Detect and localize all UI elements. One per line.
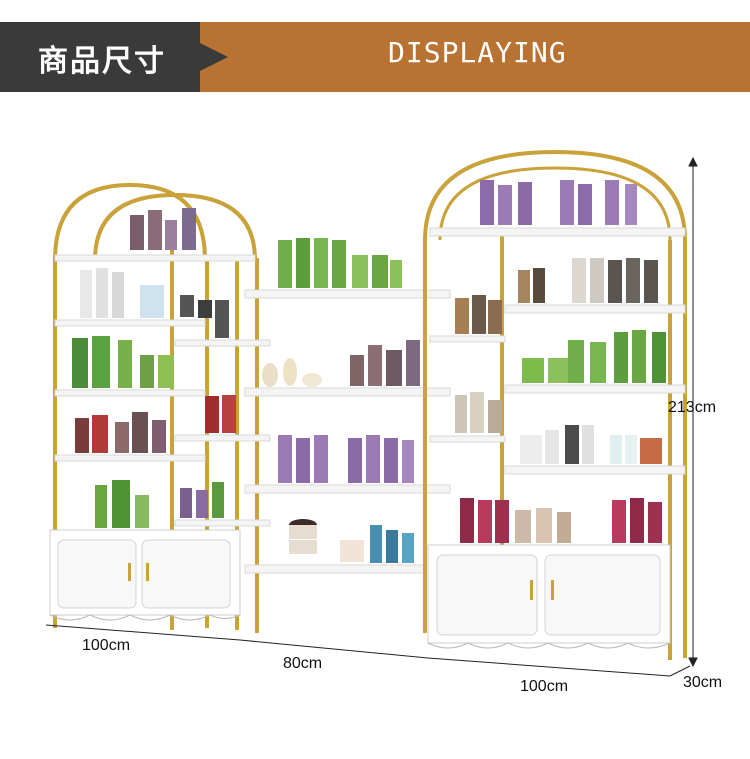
dimension-left-width: 100cm — [82, 637, 131, 654]
right-shelf-unit — [423, 149, 687, 660]
header-label-block: 商品尺寸 — [0, 22, 228, 92]
dimension-middle-width: 80cm — [283, 655, 323, 672]
middle-shelf-unit — [244, 238, 451, 574]
banner-title-en: DISPLAYING — [388, 36, 567, 69]
banner-title-cn: 商品尺寸 — [38, 44, 166, 79]
dimension-depth: 30cm — [683, 674, 723, 691]
dimension-height: 213cm — [668, 399, 717, 416]
dimension-right-width: 100cm — [520, 678, 569, 695]
display-shelf-illustration — [45, 149, 698, 677]
dimension-lines — [45, 156, 698, 677]
left-shelf-unit — [49, 182, 271, 633]
header-banner: 商品尺寸 DISPLAYING — [0, 22, 750, 92]
